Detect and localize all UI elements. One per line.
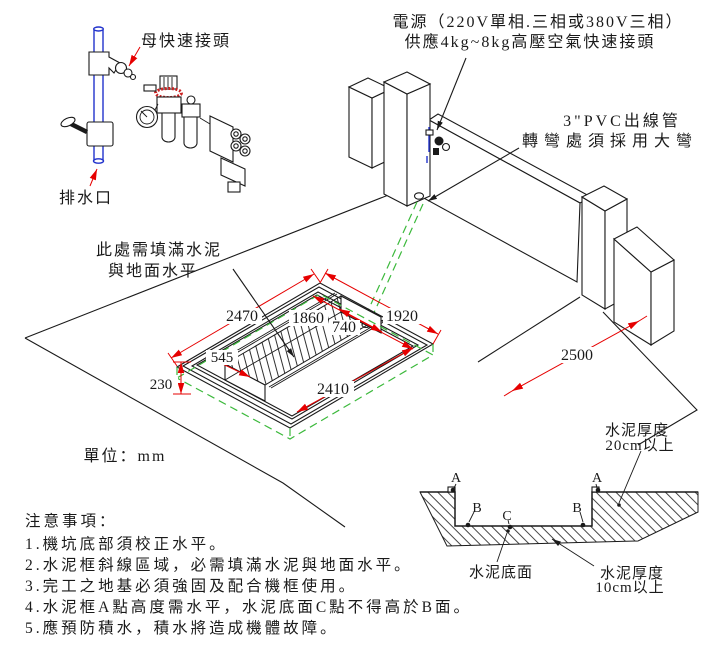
dim-740: 740 xyxy=(332,319,356,336)
dim-2500: 2500 xyxy=(561,347,593,364)
power-connector xyxy=(425,127,451,163)
thickness10-line1: 水泥厚度 xyxy=(600,565,664,582)
thickness20-line1: 水泥厚度 xyxy=(605,422,669,439)
filter-bowl xyxy=(161,112,176,143)
note-2: 2.水泥框斜線區域，必需填滿水泥與地面水平。 xyxy=(25,556,413,574)
coupler-arrow xyxy=(128,46,141,67)
power-label-line2: 供應4kg~8kg高壓空氣快速接頭 xyxy=(405,32,656,51)
drain-pipe-assembly xyxy=(60,26,137,164)
point-a-left: A xyxy=(451,471,462,486)
pvc-leader xyxy=(427,147,520,202)
frl-unit xyxy=(135,75,251,193)
notes-title: 注意事項： xyxy=(25,511,118,530)
cement-bottom-label: 水泥底面 xyxy=(469,564,533,581)
female-coupler-label: 母快速接頭 xyxy=(141,32,231,50)
dim-1860: 1860 xyxy=(292,310,324,327)
cross-section: A A B B C xyxy=(419,450,699,567)
point-b-right: B xyxy=(572,501,581,516)
note-1: 1.機坑底部須校正水平。 xyxy=(25,535,228,553)
left-columns xyxy=(347,71,432,207)
note-5: 5.應預防積水，積水將造成機體故障。 xyxy=(25,618,339,637)
drain-label: 排水口 xyxy=(59,189,113,207)
note-3: 3.完工之地基必須強固及配合機框使用。 xyxy=(25,577,357,595)
dim-2470: 2470 xyxy=(226,308,258,325)
notes: 注意事項： 1.機坑底部須校正水平。 2.水泥框斜線區域，必需填滿水泥與地面水平… xyxy=(25,511,472,637)
note-4: 4.水泥框A點高度需水平，水泥底面C點不得高於B面。 xyxy=(25,598,472,616)
thickness10-line2: 10cm以上 xyxy=(595,579,664,596)
cement-fill-label-line1: 此處需填滿水泥 xyxy=(96,241,222,259)
cement-fill-label-line2: 與地面水平 xyxy=(108,262,198,280)
dimensions: 2470 1860 740 1920 545 2410 2500 230 xyxy=(145,268,648,413)
pvc-label-line1: 3"PVC出線管 xyxy=(563,112,681,130)
right-columns xyxy=(580,185,675,346)
regulator-ring xyxy=(154,87,183,99)
drain-arrow xyxy=(89,168,98,187)
drain-valve xyxy=(86,121,114,147)
unit-note: 單位：mm xyxy=(84,447,167,465)
solenoid-valve xyxy=(209,115,234,163)
point-a-right: A xyxy=(592,471,603,486)
dim-545: 545 xyxy=(211,350,234,366)
thickness20-line2: 20cm以上 xyxy=(605,437,674,454)
lubricator-bowl xyxy=(183,116,198,149)
cement-fill-leader xyxy=(232,268,295,358)
pvc-label-line2: 轉彎處須採用大彎 xyxy=(522,132,698,150)
power-leader xyxy=(436,57,467,131)
point-c: C xyxy=(502,509,511,524)
dim-2410: 2410 xyxy=(317,381,349,398)
point-b-left: B xyxy=(472,501,481,516)
dim-230: 230 xyxy=(150,377,173,393)
power-label-line1: 電源（220V單相.三相或380V三相） xyxy=(392,13,683,31)
dim-1920: 1920 xyxy=(386,308,418,325)
female-coupler-part xyxy=(114,61,128,75)
